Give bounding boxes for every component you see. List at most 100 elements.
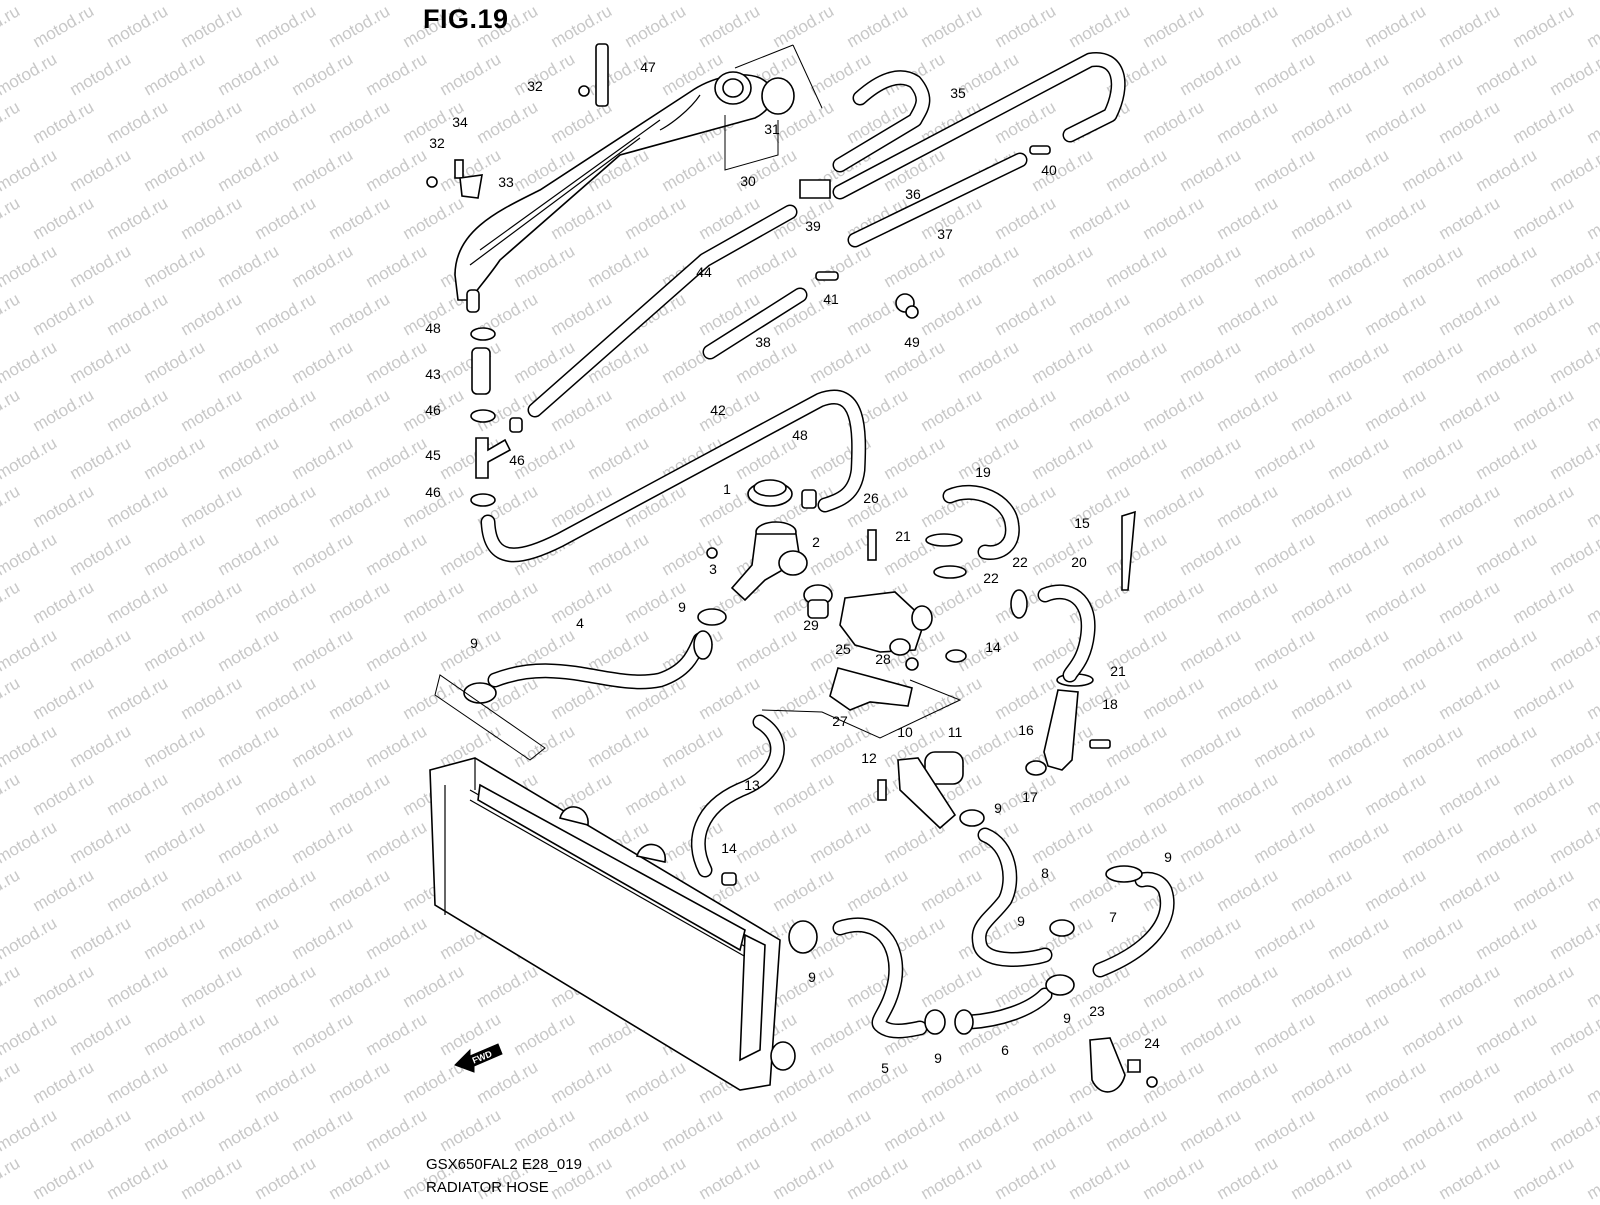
watermark-text: motod.ru: [1399, 721, 1467, 771]
callout-label-11: 11: [948, 724, 963, 740]
clamp-49: [896, 294, 918, 318]
watermark-text: motod.ru: [1251, 433, 1319, 483]
watermark-text: motod.ru: [1510, 97, 1578, 147]
watermark-text: motod.ru: [141, 433, 209, 483]
watermark-text: motod.ru: [326, 577, 394, 627]
watermark-text: motod.ru: [0, 769, 23, 819]
watermark-text: motod.ru: [1214, 961, 1282, 1011]
watermark-text: motod.ru: [659, 1105, 727, 1155]
watermark-text: motod.ru: [0, 1009, 60, 1059]
callout-label-40: 40: [1041, 162, 1057, 178]
filler-neck: [707, 522, 807, 600]
watermark-text: motod.ru: [1325, 241, 1393, 291]
callout-label-41: 41: [823, 291, 839, 307]
model-code: GSX650FAL2 E28_019: [426, 1156, 582, 1173]
callout-label-43: 43: [425, 366, 441, 382]
watermark-text: motod.ru: [0, 289, 23, 339]
watermark-text: motod.ru: [215, 913, 283, 963]
hose-43: [472, 348, 490, 394]
watermark-text: motod.ru: [141, 0, 209, 3]
watermark-text: motod.ru: [67, 1009, 135, 1059]
watermark-text: motod.ru: [252, 385, 320, 435]
watermark-text: motod.ru: [289, 49, 357, 99]
callout-label-20: 20: [1071, 554, 1087, 570]
watermark-text: motod.ru: [215, 241, 283, 291]
callout-label-46: 46: [425, 484, 441, 500]
watermark-text: motod.ru: [326, 289, 394, 339]
watermark-text: motod.ru: [992, 673, 1060, 723]
watermark-text: motod.ru: [1547, 433, 1600, 483]
watermark-text: motod.ru: [955, 721, 1023, 771]
watermark-text: motod.ru: [141, 1105, 209, 1155]
callout-label-33: 33: [498, 174, 514, 190]
watermark-text: motod.ru: [918, 961, 986, 1011]
callout-label-21: 21: [895, 528, 911, 544]
watermark-text: motod.ru: [1214, 673, 1282, 723]
watermark-text: motod.ru: [1325, 433, 1393, 483]
watermark-text: motod.ru: [1473, 625, 1541, 675]
watermark-text: motod.ru: [1510, 865, 1578, 915]
callout-label-46: 46: [509, 452, 525, 468]
watermark-text: motod.ru: [1436, 577, 1504, 627]
callout-label-1: 1: [723, 481, 731, 497]
watermark-text: motod.ru: [955, 1105, 1023, 1155]
watermark-text: motod.ru: [1177, 1105, 1245, 1155]
watermark-text: motod.ru: [30, 385, 98, 435]
watermark-text: motod.ru: [30, 769, 98, 819]
watermark-text: motod.ru: [252, 1153, 320, 1200]
watermark-text: motod.ru: [1140, 1153, 1208, 1200]
watermark-text: motod.ru: [1547, 625, 1600, 675]
watermark-text: motod.ru: [1510, 385, 1578, 435]
watermark-text: motod.ru: [585, 1105, 653, 1155]
watermark-text: motod.ru: [1436, 193, 1504, 243]
watermark-text: motod.ru: [252, 193, 320, 243]
watermark-text: motod.ru: [215, 1105, 283, 1155]
watermark-text: motod.ru: [363, 1009, 431, 1059]
watermark-text: motod.ru: [30, 673, 98, 723]
watermark-text: motod.ru: [400, 673, 468, 723]
watermark-text: motod.ru: [1140, 193, 1208, 243]
watermark-text: motod.ru: [1103, 1105, 1171, 1155]
watermark-text: motod.ru: [622, 193, 690, 243]
watermark-text: motod.ru: [252, 481, 320, 531]
watermark-text: motod.ru: [1214, 865, 1282, 915]
watermark-text: motod.ru: [1214, 97, 1282, 147]
watermark-text: motod.ru: [992, 385, 1060, 435]
watermark-text: motod.ru: [141, 913, 209, 963]
watermark-text: motod.ru: [1103, 337, 1171, 387]
watermark-text: motod.ru: [1288, 481, 1356, 531]
watermark-text: motod.ru: [696, 1, 764, 51]
callout-label-28: 28: [875, 651, 891, 667]
watermark-text: motod.ru: [1251, 625, 1319, 675]
watermark-text: motod.ru: [1066, 193, 1134, 243]
section-name: RADIATOR HOSE: [426, 1179, 549, 1196]
callout-label-46: 46: [425, 402, 441, 418]
watermark-text: motod.ru: [1584, 289, 1600, 339]
watermark-text: motod.ru: [1399, 529, 1467, 579]
watermark-text: motod.ru: [1473, 0, 1541, 3]
watermark-text: motod.ru: [141, 49, 209, 99]
watermark-text: motod.ru: [1399, 145, 1467, 195]
callout-label-4: 4: [576, 615, 584, 631]
watermark-text: motod.ru: [0, 385, 23, 435]
watermark-text: motod.ru: [1362, 769, 1430, 819]
watermark-text: motod.ru: [1473, 1105, 1541, 1155]
watermark-text: motod.ru: [1510, 289, 1578, 339]
watermark-text: motod.ru: [511, 0, 579, 3]
watermark-text: motod.ru: [1436, 1153, 1504, 1200]
watermark-text: motod.ru: [363, 433, 431, 483]
watermark-text: motod.ru: [1251, 817, 1319, 867]
watermark-text: motod.ru: [1362, 289, 1430, 339]
watermark-text: motod.ru: [1288, 673, 1356, 723]
watermark-text: motod.ru: [326, 865, 394, 915]
watermark-text: motod.ru: [363, 721, 431, 771]
watermark-text: motod.ru: [326, 1153, 394, 1200]
watermark-text: motod.ru: [289, 241, 357, 291]
watermark-text: motod.ru: [1325, 625, 1393, 675]
watermark-text: motod.ru: [178, 97, 246, 147]
watermark-text: motod.ru: [1214, 385, 1282, 435]
watermark-text: motod.ru: [1584, 97, 1600, 147]
watermark-text: motod.ru: [1584, 577, 1600, 627]
watermark-text: motod.ru: [437, 0, 505, 3]
callout-label-26: 26: [863, 490, 879, 506]
